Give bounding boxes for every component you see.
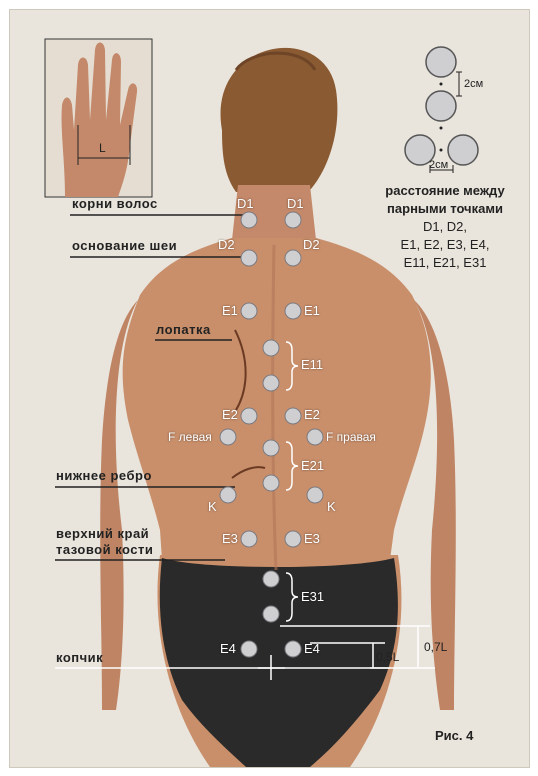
point-label-d2-right: D2 bbox=[303, 237, 320, 252]
label-coccyx: копчик bbox=[56, 650, 104, 665]
point-k-left bbox=[219, 486, 237, 504]
brace-e31 bbox=[285, 572, 299, 622]
label-hair-roots: корни волос bbox=[72, 196, 158, 211]
point-label-k-right: K bbox=[327, 499, 336, 514]
point-label-e1-right: E1 bbox=[304, 303, 320, 318]
spacing-diagram bbox=[404, 46, 479, 166]
spacing-label-horizontal: 2см bbox=[429, 159, 449, 171]
point-d1-left bbox=[240, 211, 258, 229]
point-e11-bottom bbox=[262, 374, 280, 392]
point-label-d1-right: D1 bbox=[287, 196, 304, 211]
point-label-e2-left: E2 bbox=[222, 407, 238, 422]
group-label-e21: E21 bbox=[301, 458, 325, 473]
point-f-right bbox=[306, 428, 324, 446]
torso bbox=[122, 238, 431, 560]
brace-e21 bbox=[285, 441, 299, 491]
distance-legend: расстояние между парными точками D1, D2,… bbox=[370, 182, 520, 272]
group-label-e31: E31 bbox=[301, 589, 325, 604]
rib-line bbox=[231, 466, 266, 479]
legend-list-1: D1, D2, bbox=[422, 219, 468, 234]
back-illustration bbox=[44, 38, 479, 767]
label-pelvis-line1: верхний край bbox=[56, 526, 150, 541]
point-label-e3-left: E3 bbox=[222, 531, 238, 546]
label-pelvis-line2: тазовой кости bbox=[56, 542, 154, 557]
point-label-f-left: F левая bbox=[168, 430, 212, 444]
figure-caption: Рис. 4 bbox=[435, 728, 474, 743]
point-k-right bbox=[306, 486, 324, 504]
neck bbox=[232, 185, 316, 240]
point-e21-top bbox=[262, 439, 280, 457]
spine-points bbox=[219, 211, 324, 658]
dim-label-05l: 0,5L bbox=[376, 650, 400, 664]
point-e3-left bbox=[240, 530, 258, 548]
illustration-panel: корни волос основание шеи лопатка нижнее… bbox=[9, 9, 530, 768]
group-label-e11: E11 bbox=[301, 357, 324, 372]
point-label-d1-left: D1 bbox=[237, 196, 254, 211]
palm-width-label: L bbox=[99, 141, 106, 155]
brace-e11 bbox=[285, 341, 299, 391]
point-e2-left bbox=[240, 407, 258, 425]
dim-label-07l: 0,7L bbox=[424, 640, 448, 654]
point-e4-right bbox=[284, 640, 302, 658]
point-e21-bottom bbox=[262, 474, 280, 492]
legend-list-2: E1, E2, E3, E4, bbox=[400, 237, 490, 252]
legend-title-2: парными точками bbox=[387, 201, 503, 216]
point-d1-right bbox=[284, 211, 302, 229]
point-e3-right bbox=[284, 530, 302, 548]
point-label-f-right: F правая bbox=[326, 430, 376, 444]
label-scapula: лопатка bbox=[156, 322, 211, 337]
spacing-label-vertical: 2см bbox=[464, 78, 484, 90]
point-label-d2-left: D2 bbox=[218, 237, 235, 252]
point-f-left bbox=[219, 428, 237, 446]
point-e2-right bbox=[284, 407, 302, 425]
point-label-e3-right: E3 bbox=[304, 531, 320, 546]
point-d2-right bbox=[284, 249, 302, 267]
point-e1-right bbox=[284, 302, 302, 320]
garment bbox=[159, 558, 398, 767]
left-arm bbox=[100, 300, 138, 710]
point-e11-top bbox=[262, 339, 280, 357]
point-label-e4-right: E4 bbox=[304, 641, 320, 656]
point-e4-left bbox=[240, 640, 258, 658]
label-lower-rib: нижнее ребро bbox=[56, 468, 152, 483]
point-label-e4-left: E4 bbox=[220, 641, 236, 656]
legend-title-1: расстояние между bbox=[385, 183, 505, 198]
point-label-e2-right: E2 bbox=[304, 407, 320, 422]
legend-list-3: E11, E21, E31 bbox=[403, 255, 487, 270]
point-label-e1-left: E1 bbox=[222, 303, 238, 318]
point-e31-bottom bbox=[262, 605, 280, 623]
scapula-line bbox=[234, 329, 247, 411]
point-e31-top bbox=[262, 570, 280, 588]
right-arm bbox=[414, 300, 456, 710]
point-e1-left bbox=[240, 302, 258, 320]
head-hair bbox=[220, 47, 338, 192]
point-d2-left bbox=[240, 249, 258, 267]
palm-inset bbox=[44, 38, 153, 198]
label-neck-base: основание шеи bbox=[72, 238, 178, 253]
point-label-k-left: K bbox=[208, 499, 217, 514]
